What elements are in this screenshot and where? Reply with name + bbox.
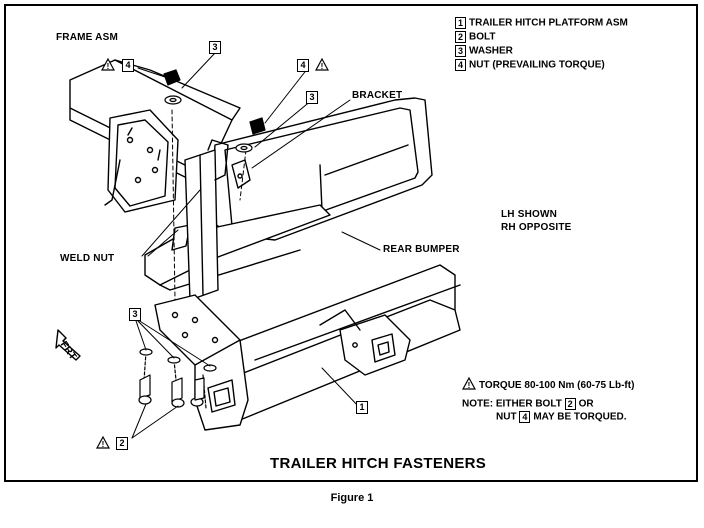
note-bolt-number: 2 bbox=[564, 398, 576, 410]
diagram-frame bbox=[4, 4, 698, 482]
legend-text: NUT (PREVAILING TORQUE) bbox=[469, 59, 605, 71]
rear-bumper-label: REAR BUMPER bbox=[383, 244, 460, 255]
figure-caption: Figure 1 bbox=[330, 492, 374, 504]
callout-washer-bracket: 3 bbox=[306, 91, 318, 104]
weld-nut-label: WELD NUT bbox=[60, 253, 115, 264]
note-nut-number: 4 bbox=[519, 411, 531, 423]
callout-bolt-bottom: 2 bbox=[116, 437, 128, 450]
bracket-post bbox=[171, 109, 251, 301]
callout-platform: 1 bbox=[356, 401, 368, 414]
torque-note: TORQUE 80-100 Nm (60-75 Lb-ft) bbox=[479, 380, 635, 391]
legend-text: BOLT bbox=[469, 31, 496, 43]
note-text: NOTE: EITHER BOLT bbox=[462, 398, 562, 410]
torque-warning-icon: ! bbox=[96, 436, 110, 449]
note-text: NUT bbox=[496, 411, 517, 423]
legend-text: WASHER bbox=[469, 45, 513, 57]
note-text: MAY BE TORQUED. bbox=[533, 411, 627, 423]
top-fasteners bbox=[163, 69, 266, 153]
frame-asm-label: FRAME ASM bbox=[56, 32, 118, 43]
callout-washer-bottom: 3 bbox=[129, 308, 141, 321]
legend-number: 2 bbox=[455, 31, 466, 43]
lh-shown-label: LH SHOWN bbox=[501, 209, 558, 220]
hitch-platform bbox=[154, 264, 461, 431]
legend-number: 3 bbox=[455, 45, 466, 57]
leader-lines bbox=[131, 52, 381, 439]
torque-warning-icon: ! bbox=[315, 58, 329, 71]
bracket-label: BRACKET bbox=[352, 90, 403, 101]
callout-nut-right: 4 bbox=[297, 59, 309, 72]
front-arrow bbox=[55, 329, 81, 361]
legend-number: 4 bbox=[455, 59, 466, 71]
legend-text: TRAILER HITCH PLATFORM ASM bbox=[469, 17, 628, 29]
rh-opposite-label: RH OPPOSITE bbox=[501, 222, 572, 233]
torque-warning-icon: ! bbox=[101, 58, 115, 71]
note-text: OR bbox=[578, 398, 594, 410]
svg-text:!: ! bbox=[107, 62, 110, 71]
callout-nut-left: 4 bbox=[122, 59, 134, 72]
svg-text:!: ! bbox=[321, 62, 324, 71]
callout-washer-top: 3 bbox=[209, 41, 221, 54]
svg-text:!: ! bbox=[102, 440, 105, 449]
diagram-title: TRAILER HITCH FASTENERS bbox=[270, 455, 487, 472]
legend-number: 1 bbox=[455, 17, 466, 29]
torque-warning-icon: ! bbox=[462, 377, 476, 390]
bolts bbox=[138, 348, 217, 409]
svg-text:!: ! bbox=[468, 381, 471, 390]
